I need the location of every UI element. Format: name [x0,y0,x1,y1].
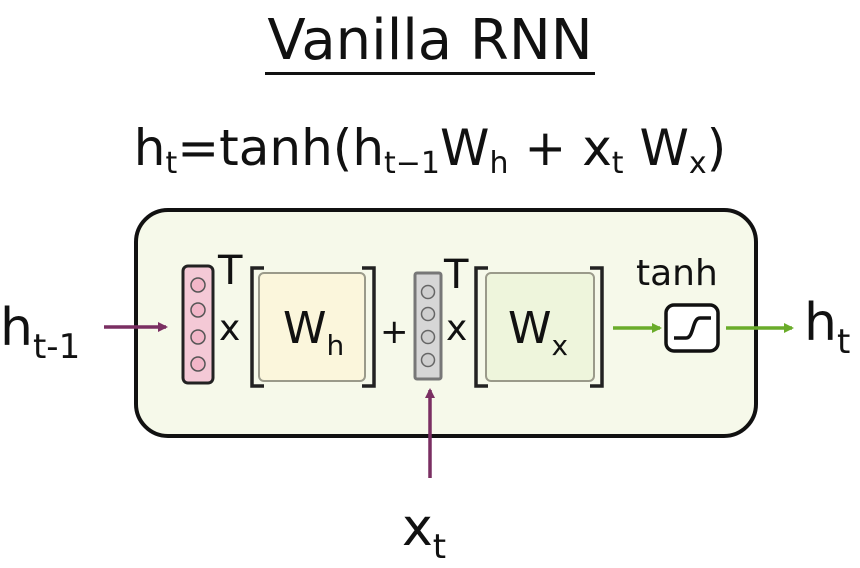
eq-lhs-var: h [133,119,166,177]
eq-lhs-sub: t [165,146,178,181]
transpose-mark-h: T [217,248,243,294]
matrix-wx-label: Wx [508,303,568,362]
matrix-wh-var: W [283,303,327,354]
eq-wx-sub: x [688,146,707,181]
output-h-label: ht [804,293,850,362]
title-text: Vanilla RNN [265,8,595,75]
input-h-sub: t-1 [33,327,80,367]
diagram-title: Vanilla RNN [0,6,860,76]
input-h-label: ht-1 [0,298,80,367]
matrix-wx [474,266,604,388]
eq-wh-var: W [440,119,490,177]
hidden-state-vector [181,264,215,385]
eq-hprev-var: h [352,119,385,177]
tanh-label: tanh [636,253,718,294]
plus-mark: + [380,312,409,352]
eq-wx-var: W [639,119,689,177]
eq-plus: + [524,119,567,177]
matrix-wh-sub: h [327,329,345,362]
eq-wh-sub: h [489,146,509,181]
input-x-var: x [402,498,433,558]
matrix-wx-sub: x [552,329,569,362]
input-x-sub: t [433,527,446,567]
matrix-wh-label: Wh [283,303,344,362]
matrix-wx-var: W [508,303,552,354]
input-vector [413,271,443,381]
times-mark-h: x [219,308,240,349]
output-h-sub: t [837,322,850,362]
eq-hprev-sub: t−1 [384,146,441,181]
eq-x-sub: t [611,146,624,181]
times-mark-x: x [446,308,467,349]
transpose-mark-x: T [443,252,469,298]
input-h-var: h [0,298,33,358]
input-x-label: xt [402,498,446,567]
eq-tanh: tanh( [219,119,353,177]
eq-x-var: x [582,119,612,177]
output-h-var: h [804,293,837,353]
sigmoid-icon [664,303,720,353]
eq-close: ) [706,119,727,177]
matrix-wh [250,266,376,388]
eq-equals: = [177,119,220,177]
rnn-equation: ht=tanh(ht−1Wh + xt Wx) [0,116,860,180]
